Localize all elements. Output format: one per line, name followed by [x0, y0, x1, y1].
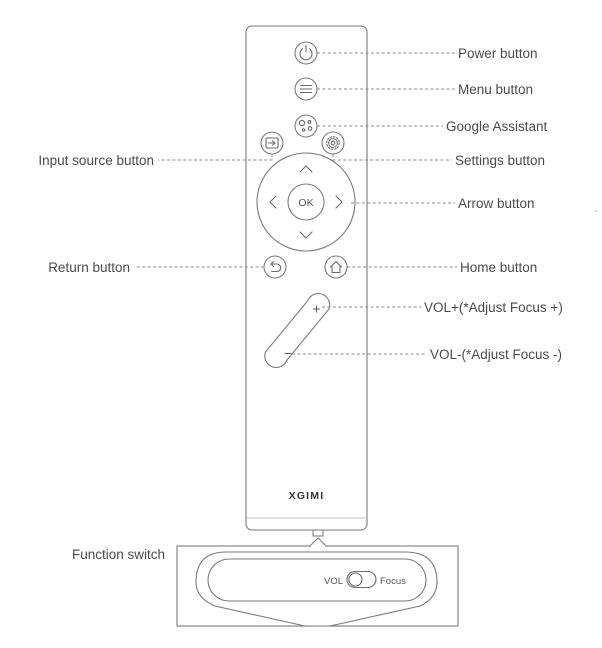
home-icon	[329, 260, 343, 274]
gear-icon	[326, 136, 340, 150]
settings-label: Settings button	[455, 153, 545, 168]
arrow-up-icon	[299, 165, 313, 173]
vol-plus-label: VOL+(*Adjust Focus +)	[424, 300, 563, 315]
settings-leader	[332, 154, 452, 161]
power-button	[294, 41, 318, 65]
input-source-button	[260, 131, 284, 155]
switch-toggle-knob	[348, 572, 363, 587]
vol-plus-sign: +	[312, 301, 320, 317]
return-button	[263, 255, 287, 279]
arrow-left-icon	[269, 195, 277, 209]
remote-body	[245, 25, 368, 531]
settings-button	[321, 131, 345, 155]
menu-button	[294, 77, 318, 101]
brand-logo: XGIMI	[289, 490, 325, 502]
return-label: Return button	[48, 260, 130, 275]
input-label: Input source button	[38, 153, 154, 168]
switch-vol-label: VOL	[324, 576, 343, 587]
home-label: Home button	[460, 260, 537, 275]
google-assistant-icon	[298, 119, 313, 132]
function-switch-label: Function switch	[72, 547, 165, 562]
home-button	[324, 255, 348, 279]
google-assistant-button	[294, 114, 318, 138]
arrow-down-icon	[299, 231, 313, 239]
input-leader	[158, 154, 273, 161]
stray-dot	[595, 210, 597, 212]
input-source-icon	[265, 137, 279, 149]
power-label: Power button	[458, 46, 538, 61]
switch-focus-label: Focus	[380, 576, 406, 587]
arrow-pad: OK	[256, 152, 356, 252]
ok-button-label: OK	[298, 197, 313, 209]
arrow-right-icon	[335, 195, 343, 209]
vol-minus-label: VOL-(*Adjust Focus -)	[430, 347, 562, 362]
menu-label: Menu button	[458, 82, 533, 97]
menu-icon	[299, 84, 313, 94]
power-icon	[299, 48, 313, 61]
vol-minus-sign: −	[284, 345, 292, 361]
switch-nub	[312, 529, 324, 537]
volume-rocker: + −	[264, 292, 331, 369]
google-label: Google Assistant	[446, 119, 548, 134]
arrow-label: Arrow button	[458, 196, 535, 211]
function-switch-inset: VOL Focus	[176, 537, 459, 627]
return-icon	[270, 263, 282, 273]
